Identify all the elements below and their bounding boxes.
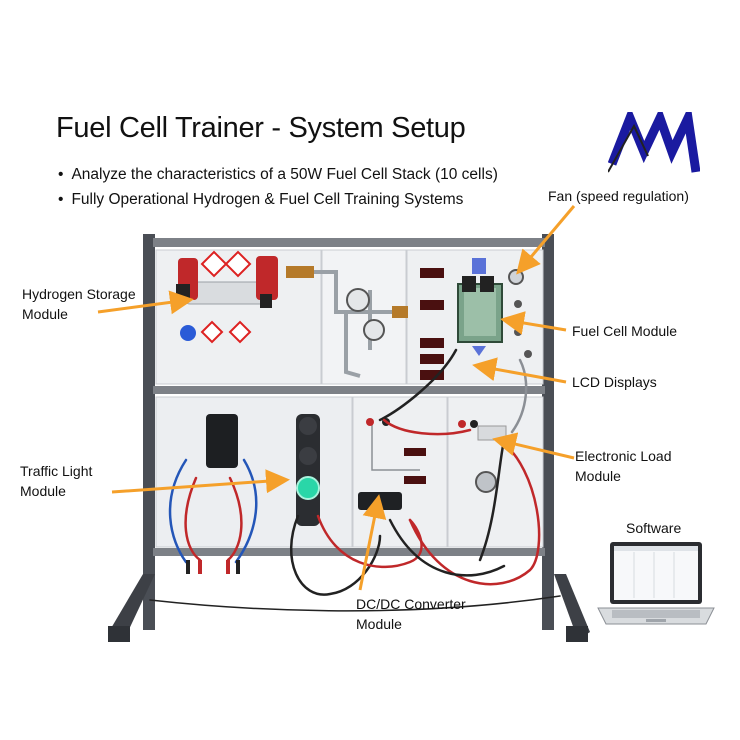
label-traffic-light: Traffic Light Module: [20, 463, 93, 499]
label-electronic-load: Electronic Load Module: [575, 448, 672, 484]
fuel-cell-stack: [457, 258, 503, 356]
lcd-display-group: [420, 268, 444, 380]
label-hydrogen-storage: Hydrogen Storage Module: [22, 286, 136, 322]
brand-logo: [608, 112, 700, 173]
probe-tips: [186, 560, 240, 574]
label-dcdc-converter: DC/DC Converter Module: [356, 596, 466, 632]
fan-knob: [508, 269, 524, 285]
page-title: Fuel Cell Trainer - System Setup: [56, 112, 466, 144]
label-fuel-cell-module: Fuel Cell Module: [572, 323, 678, 339]
hazard-icons: [180, 320, 252, 344]
electronic-load: [404, 420, 507, 493]
feature-bullet-2: Fully Operational Hydrogen & Fuel Cell T…: [58, 189, 498, 214]
electronic-load-panel: [447, 396, 544, 548]
laptop-software: [597, 542, 715, 625]
label-fan: Fan (speed regulation): [548, 188, 689, 204]
feature-bullet-1: Analyze the characteristics of a 50W Fue…: [58, 164, 497, 189]
green-light: [296, 476, 320, 500]
label-lcd-displays: LCD Displays: [572, 374, 657, 390]
label-software: Software: [626, 520, 682, 536]
callout-arrows: [97, 205, 576, 591]
cables: [149, 348, 561, 612]
traffic-light: [296, 414, 320, 526]
trainer-frame: [108, 234, 590, 642]
feature-list: Analyze the characteristics of a 50W Fue…: [58, 164, 498, 214]
